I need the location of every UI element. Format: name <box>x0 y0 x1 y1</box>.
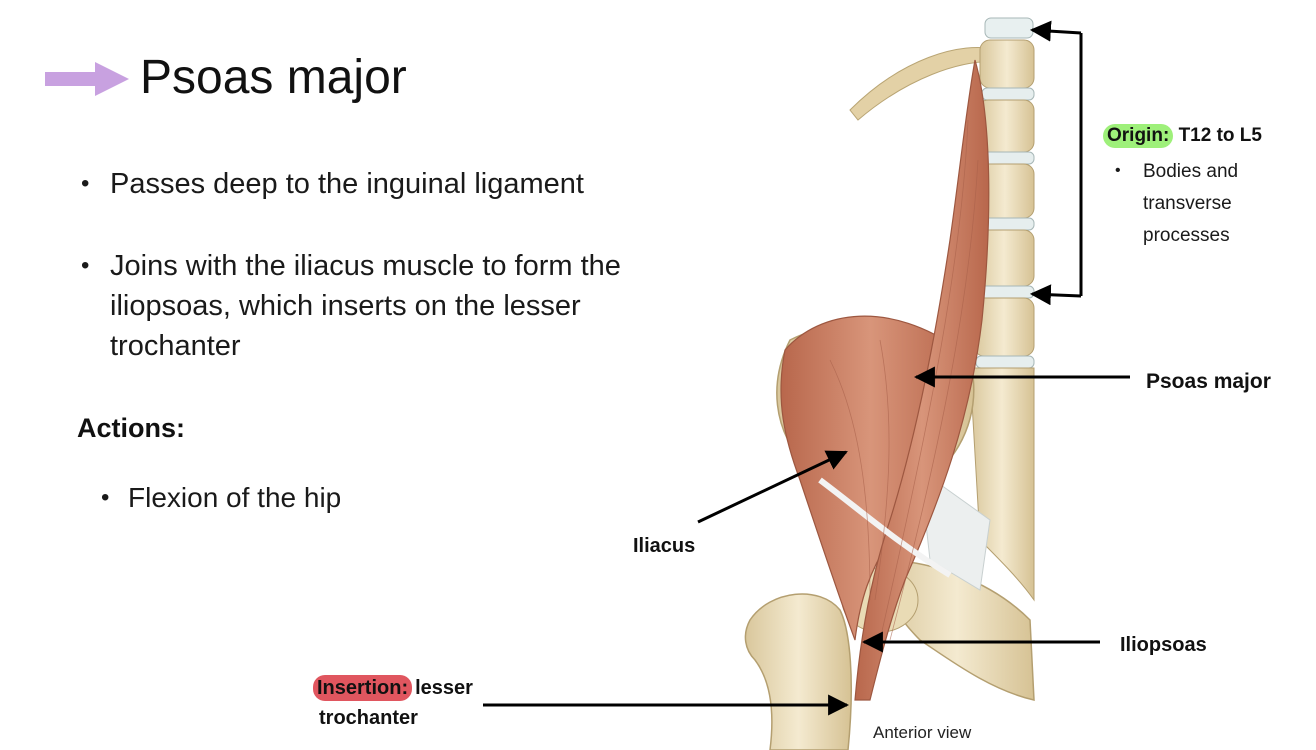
origin-detail-text: Bodies and transverse processes <box>1143 161 1239 246</box>
psoas-major-muscle <box>854 59 990 701</box>
bullet-dot-icon: • <box>81 252 90 279</box>
inguinal-ligament <box>818 477 952 578</box>
bullet-dot-icon: • <box>101 484 110 511</box>
iliacus-label: Iliacus <box>633 535 696 557</box>
origin-detail: • Bodies and transverse processes <box>1103 156 1313 252</box>
insertion-value-2: trochanter <box>319 707 418 729</box>
actions-heading: Actions: <box>77 413 185 443</box>
origin-label: Origin: T12 to L5 • Bodies and transvers… <box>1103 124 1313 252</box>
bullet-dot-icon: • <box>1115 162 1121 179</box>
view-caption: Anterior view <box>873 723 972 742</box>
muscle-fibres <box>829 119 979 641</box>
bullet-dot-icon: • <box>81 170 90 197</box>
action-text: Flexion of the hip <box>128 482 342 513</box>
femur <box>744 593 853 750</box>
psoas-major-label: Psoas major <box>1146 370 1271 393</box>
bullet-item: • Joins with the iliacus muscle to form … <box>78 246 668 366</box>
insertion-tag: Insertion: <box>313 675 413 701</box>
iliopsoas-label: Iliopsoas <box>1120 634 1207 656</box>
insertion-value-1: lesser <box>415 677 473 699</box>
slide-title: Psoas major <box>140 51 407 104</box>
origin-tag: Origin: <box>1103 124 1174 148</box>
bullet-item: • Passes deep to the inguinal ligament <box>78 164 668 204</box>
iliacus-muscle <box>780 315 961 641</box>
iliacus-pointer <box>697 450 848 524</box>
action-item: • Flexion of the hip <box>98 478 341 518</box>
bullet-text: Passes deep to the inguinal ligament <box>110 168 584 200</box>
bullet-list: • Passes deep to the inguinal ligament •… <box>78 164 668 408</box>
insertion-label: Insertion:lesser trochanter <box>313 673 473 733</box>
origin-bracket <box>1029 20 1083 306</box>
actions-list: • Flexion of the hip <box>98 478 341 518</box>
right-arrow-icon <box>45 62 129 96</box>
origin-value: T12 to L5 <box>1178 125 1262 146</box>
bullet-text: Joins with the iliacus muscle to form th… <box>110 250 621 362</box>
origin-heading: Origin: T12 to L5 <box>1103 124 1313 148</box>
insertion-line-1: Insertion:lesser <box>313 673 473 703</box>
psoas-anatomy-illustration <box>744 17 1035 750</box>
